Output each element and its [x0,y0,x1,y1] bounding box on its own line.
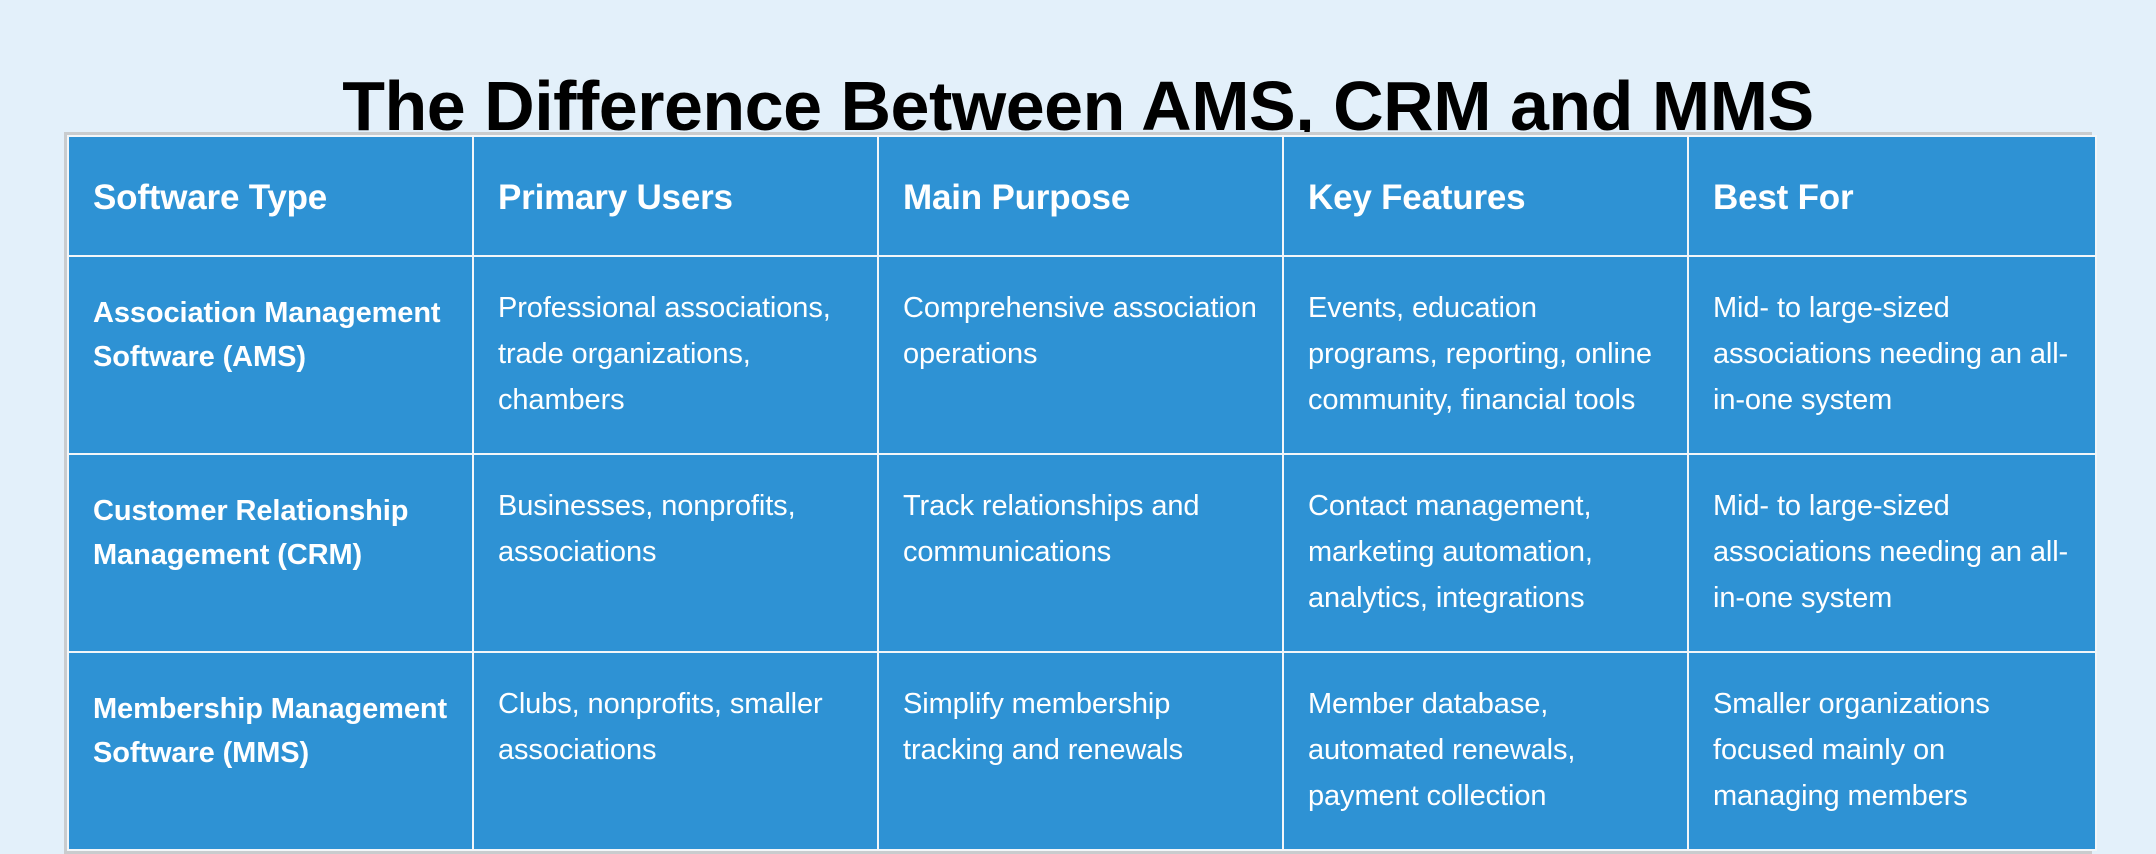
cell-primary-users: Professional associations, trade organiz… [472,255,879,455]
cell-best-for: Smaller organizations focused mainly on … [1687,651,2097,851]
table-header-row: Software Type Primary Users Main Purpose… [67,135,2097,257]
comparison-table: Software Type Primary Users Main Purpose… [67,135,2097,851]
cell-key-features: Contact management, marketing automation… [1282,453,1689,653]
table-body: Association Management Software (AMS) Pr… [67,255,2097,851]
cell-main-purpose: Track relationships and communications [877,453,1284,653]
cell-best-for: Mid- to large-sized associations needing… [1687,255,2097,455]
cell-primary-users: Clubs, nonprofits, smaller associations [472,651,879,851]
cell-key-features: Member database, automated renewals, pay… [1282,651,1689,851]
cell-best-for: Mid- to large-sized associations needing… [1687,453,2097,653]
column-header-primary-users: Primary Users [472,135,879,257]
table-header: Software Type Primary Users Main Purpose… [67,135,2097,257]
cell-software-type: Customer Relationship Management (CRM) [67,453,474,653]
column-header-main-purpose: Main Purpose [877,135,1284,257]
comparison-table-container: Software Type Primary Users Main Purpose… [64,132,2097,854]
cell-main-purpose: Simplify membership tracking and renewal… [877,651,1284,851]
column-header-software-type: Software Type [67,135,474,257]
column-header-best-for: Best For [1687,135,2097,257]
cell-key-features: Events, education programs, reporting, o… [1282,255,1689,455]
cell-software-type: Membership Management Software (MMS) [67,651,474,851]
column-header-key-features: Key Features [1282,135,1689,257]
table-row: Customer Relationship Management (CRM) B… [67,453,2097,653]
cell-software-type: Association Management Software (AMS) [67,255,474,455]
cell-main-purpose: Comprehensive association operations [877,255,1284,455]
cell-primary-users: Businesses, nonprofits, associations [472,453,879,653]
table-row: Membership Management Software (MMS) Clu… [67,651,2097,851]
page-title: The Difference Between AMS, CRM and MMS [342,66,1814,145]
table-row: Association Management Software (AMS) Pr… [67,255,2097,455]
